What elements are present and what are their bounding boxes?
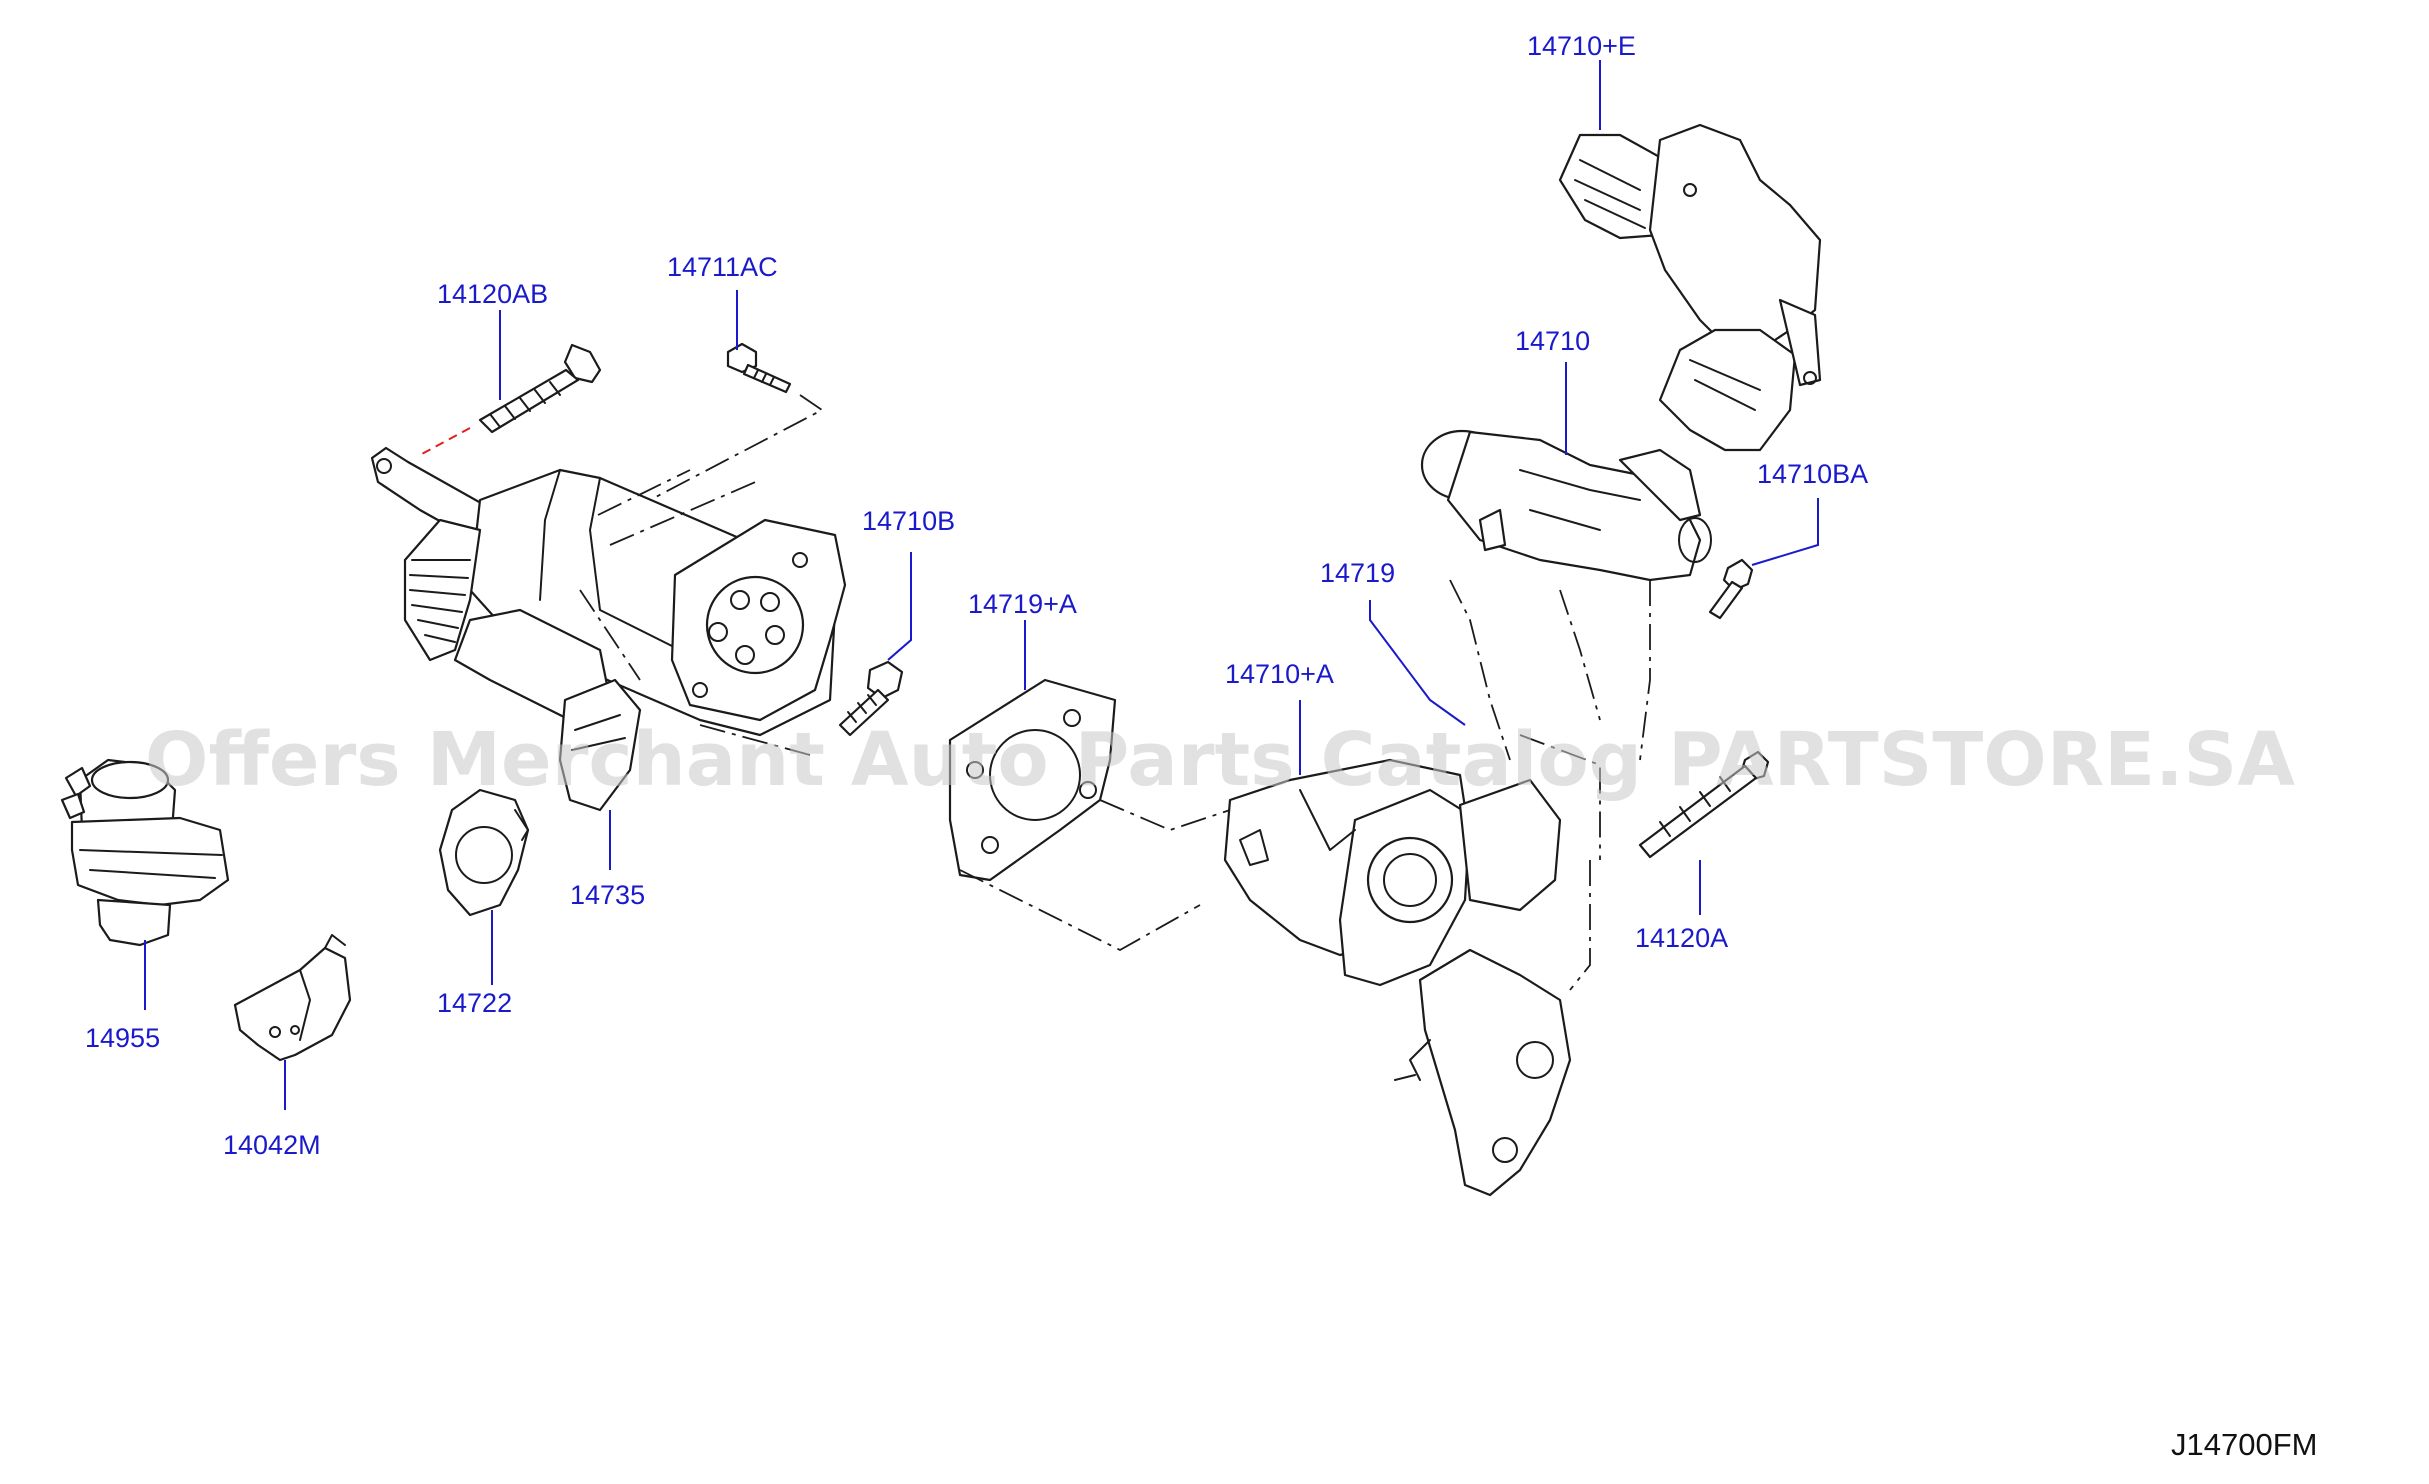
red-alignment-line <box>419 427 471 456</box>
label-14735[interactable]: 14735 <box>570 880 645 910</box>
bolt-14711ac[interactable] <box>726 342 792 394</box>
label-14710[interactable]: 14710 <box>1515 326 1590 356</box>
egr-valve-14710[interactable] <box>1420 429 1712 582</box>
label-14719[interactable]: 14719 <box>1320 558 1395 588</box>
label-14710a[interactable]: 14710+A <box>1225 659 1334 689</box>
valve-14955[interactable] <box>60 758 230 947</box>
label-14710ba[interactable]: 14710BA <box>1757 459 1868 489</box>
bolt-14710b[interactable] <box>838 660 904 737</box>
diagram-code: J14700FM <box>2171 1427 2317 1462</box>
bolt-14120a[interactable] <box>1638 750 1770 859</box>
label-14955[interactable]: 14955 <box>85 1023 160 1053</box>
egr-cooler-assembly[interactable] <box>370 446 847 812</box>
watermark: Offers Merchant Auto Parts Catalog PARTS… <box>145 717 2295 803</box>
bracket-14042m[interactable] <box>233 934 352 1062</box>
gasket-14722[interactable] <box>438 788 530 917</box>
label-14710e[interactable]: 14710+E <box>1527 31 1636 61</box>
label-14722[interactable]: 14722 <box>437 988 512 1018</box>
bolt-14120ab[interactable] <box>478 343 602 434</box>
egr-valve-14710e[interactable] <box>1558 123 1822 452</box>
label-14711ac[interactable]: 14711AC <box>667 252 778 282</box>
label-14120a[interactable]: 14120A <box>1635 923 1728 953</box>
label-14120ab[interactable]: 14120AB <box>437 279 548 309</box>
housing-14710a[interactable] <box>1223 758 1572 1197</box>
label-14710b[interactable]: 14710B <box>862 506 955 536</box>
leader-lines <box>144 60 1819 1110</box>
gasket-14719a[interactable] <box>948 678 1117 882</box>
label-14042m[interactable]: 14042M <box>223 1130 321 1160</box>
label-14719a[interactable]: 14719+A <box>968 589 1077 619</box>
alignment-lines <box>579 394 1651 991</box>
bolt-14710ba[interactable] <box>1708 558 1754 620</box>
